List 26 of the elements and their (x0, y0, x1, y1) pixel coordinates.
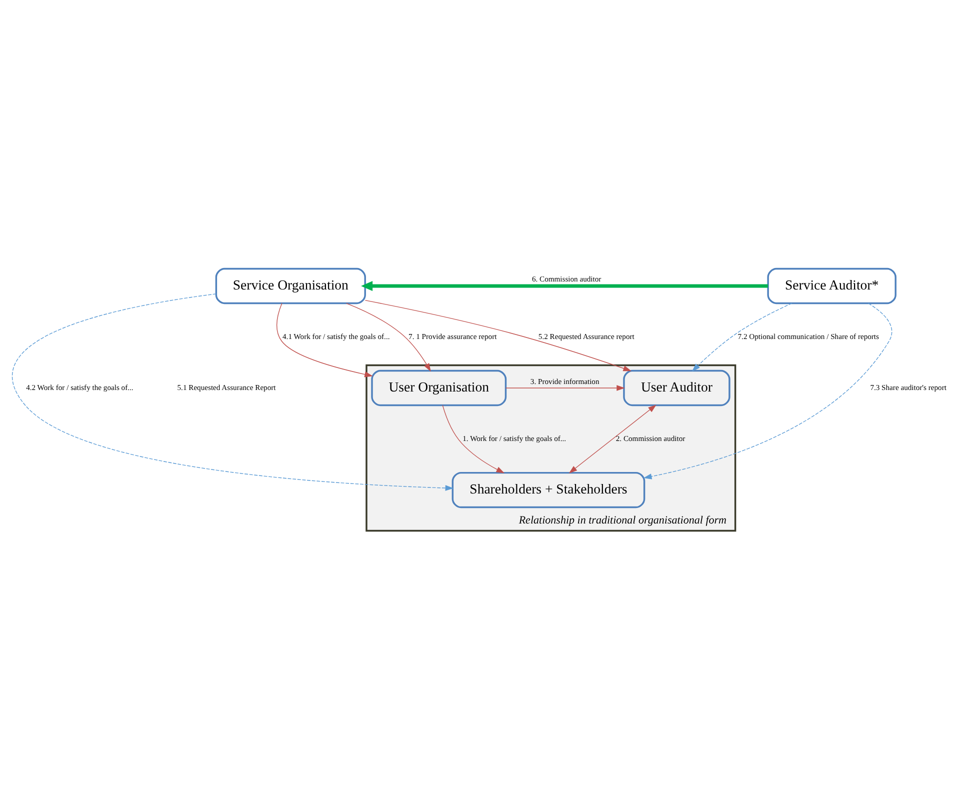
node-box: User Auditor (622, 369, 730, 406)
node-box: User Organisation (370, 369, 506, 406)
edge-label: 1. Work for / satisfy the goals of... (462, 433, 566, 442)
arrow (691, 302, 792, 371)
edge-label: 7.3 Share auditor's report (870, 382, 946, 392)
edge-label: 4.2 Work for / satisfy the goals of... (26, 382, 133, 392)
edge-label: 2. Commission auditor (615, 433, 685, 442)
edge-label: 6. Commission auditor (531, 274, 601, 284)
node-box: Service Organisation (214, 267, 366, 304)
edge-label: 4.1 Work for / satisfy the goals of... (282, 331, 390, 340)
edge-label: 3. Provide information (530, 376, 599, 386)
arrow (276, 302, 372, 377)
arrow (11, 293, 454, 490)
node-box: Service Auditor* (766, 267, 896, 304)
arrow (504, 384, 624, 390)
arrow (568, 404, 656, 473)
edge-label: 7. 1 Provide assurance report (408, 331, 496, 340)
arrow (360, 280, 768, 291)
arrow (442, 404, 504, 473)
node-box: Shareholders + Stakeholders (451, 471, 645, 508)
arrow (642, 302, 892, 479)
edge-label: 5.2 Requested Assurance report (538, 331, 634, 340)
label: 5.1 Requested Assurance Report (176, 382, 276, 392)
arrow (364, 299, 632, 371)
arrow (345, 302, 430, 372)
edge-label: 7.2 Optional communication / Share of reports (737, 331, 878, 340)
